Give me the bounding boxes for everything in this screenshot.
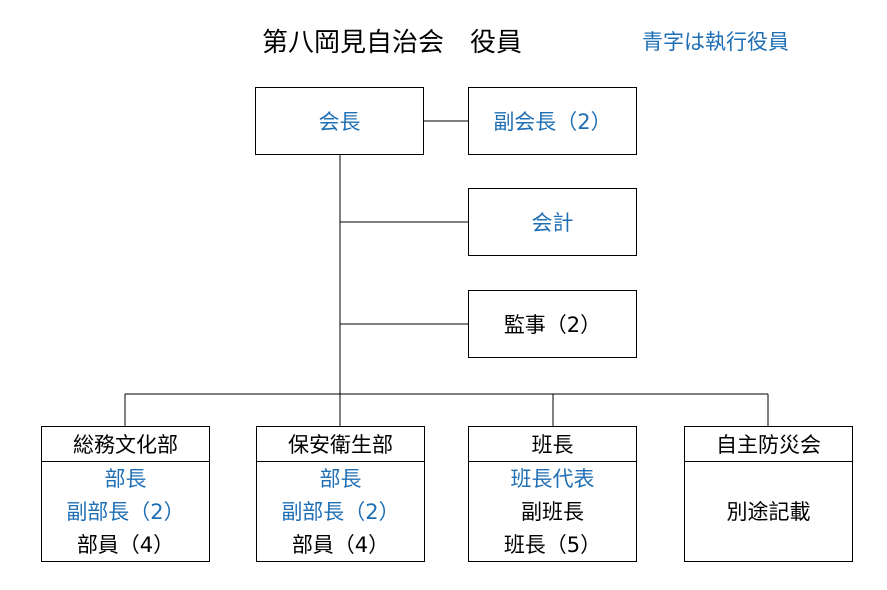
vice-president-label: 副会長（2） — [493, 110, 612, 134]
dept-member: 部員（4） — [76, 532, 175, 557]
dept-name: 保安衛生部 — [257, 427, 424, 462]
dept-name: 自主防災会 — [685, 427, 852, 462]
treasurer-box: 会計 — [468, 188, 637, 256]
dept-member: 別途記載 — [726, 499, 811, 524]
dept-member: 副部長（2） — [66, 499, 185, 524]
vice-president-box: 副会長（2） — [468, 87, 637, 155]
president-label: 会長 — [318, 110, 361, 134]
treasurer-label: 会計 — [531, 211, 574, 235]
chart-title: 第八岡見自治会 役員 — [262, 28, 523, 58]
dept-member: 班長代表 — [510, 466, 595, 491]
dept-box-safety-hygiene: 保安衛生部 部長 副部長（2） 部員（4） — [256, 426, 425, 562]
dept-name: 総務文化部 — [42, 427, 209, 462]
dept-member: 部員（4） — [291, 532, 390, 557]
dept-member: 班長（5） — [503, 532, 602, 557]
dept-box-general-affairs: 総務文化部 部長 副部長（2） 部員（4） — [41, 426, 210, 562]
auditor-box: 監事（2） — [468, 290, 637, 358]
auditor-label: 監事（2） — [503, 313, 602, 337]
dept-member: 部長 — [319, 466, 362, 491]
dept-name: 班長 — [469, 427, 636, 462]
legend-note: 青字は執行役員 — [642, 30, 789, 54]
dept-member: 副班長 — [521, 499, 584, 524]
president-box: 会長 — [255, 87, 424, 155]
dept-member: 部長 — [104, 466, 147, 491]
dept-member: 副部長（2） — [281, 499, 400, 524]
dept-box-disaster-prevention: 自主防災会 別途記載 — [684, 426, 853, 562]
dept-box-group-leaders: 班長 班長代表 副班長 班長（5） — [468, 426, 637, 562]
